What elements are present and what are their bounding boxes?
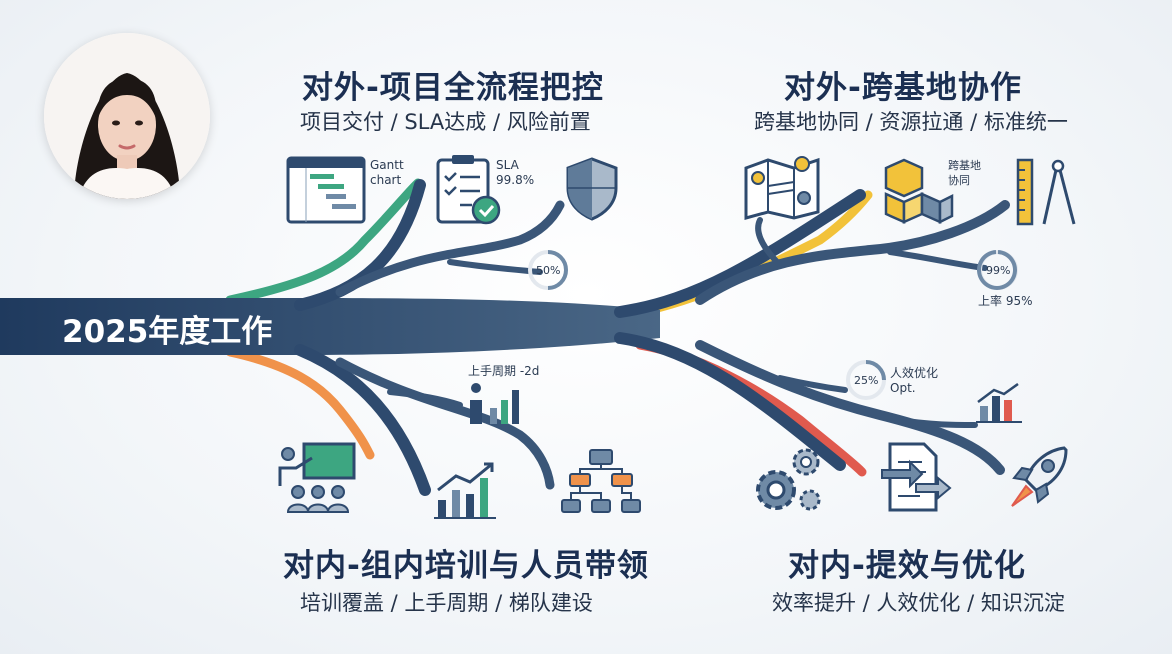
onboarding-label: 上手周期 -2d <box>468 364 540 378</box>
title-bottom-right: 对内-提效与优化 <box>788 548 1026 584</box>
trunk <box>0 298 660 355</box>
progress-label-50: 50% <box>536 264 561 277</box>
document-transfer-icon <box>881 442 952 512</box>
progress-ring-25 <box>846 360 886 400</box>
title-bottom-left: 对内-组内培训与人员带领 <box>283 548 649 584</box>
map-icon <box>744 156 820 220</box>
cube-label: 跨基地 协同 <box>948 159 981 187</box>
cubes-icon <box>884 158 954 225</box>
branch-tl-main <box>294 179 426 311</box>
branch-tr-2 <box>695 200 1010 305</box>
subtitle-top-right: 跨基地协同 / 资源拉通 / 标准统一 <box>754 110 1068 134</box>
ruler-compass-icon <box>1016 158 1076 226</box>
title-top-right: 对外-跨基地协作 <box>784 70 1022 106</box>
progress-ring-99 <box>977 250 1018 290</box>
growth-chart-icon <box>434 462 496 519</box>
branch-accent-orange <box>225 347 375 460</box>
avatar-photo <box>44 33 210 199</box>
branch-bl-main <box>294 344 431 496</box>
opt-label: 人效优化 Opt. <box>890 366 939 395</box>
branch-br-3 <box>777 375 848 393</box>
branch-tl-3 <box>447 259 543 275</box>
bar-chart-icon <box>470 383 519 424</box>
sla-label: SLA 99.8% <box>496 158 535 187</box>
branch-tl-2 <box>335 200 565 297</box>
progress-label-99: 99% <box>986 264 1011 277</box>
shield-icon <box>566 157 618 221</box>
org-chart-icon <box>561 449 641 513</box>
checklist-icon <box>436 155 501 225</box>
branch-bl-2 <box>335 357 555 490</box>
branch-accent-green <box>225 178 423 305</box>
title-top-left: 对外-项目全流程把控 <box>302 70 604 106</box>
gears-icon <box>756 448 821 511</box>
subtitle-bottom-left: 培训覆盖 / 上手周期 / 梯队建设 <box>300 591 593 615</box>
branch-br-2 <box>695 340 1005 475</box>
subtitle-bottom-right: 效率提升 / 人效优化 / 知识沉淀 <box>772 591 1065 615</box>
branch-bl-3 <box>387 389 463 408</box>
branch-tr-main <box>614 189 866 318</box>
rocket-icon <box>1011 446 1068 507</box>
center-label: 2025年度工作 <box>62 314 273 350</box>
avatar-illustration <box>44 33 210 199</box>
gantt-label: Gantt chart <box>370 158 404 187</box>
rate-label: 上率 95% <box>978 294 1033 308</box>
branch-br-4 <box>897 417 978 428</box>
subtitle-top-left: 项目交付 / SLA达成 / 风险前置 <box>300 110 591 134</box>
progress-label-25: 25% <box>854 374 879 387</box>
branch-br-main <box>614 332 846 471</box>
progress-ring-50 <box>528 250 568 290</box>
efficiency-bar-chart-icon <box>976 382 1022 423</box>
presenter-icon <box>278 442 356 513</box>
branch-tr-3 <box>755 217 783 268</box>
gantt-chart-icon <box>286 156 366 224</box>
branch-tr-4 <box>887 249 988 271</box>
